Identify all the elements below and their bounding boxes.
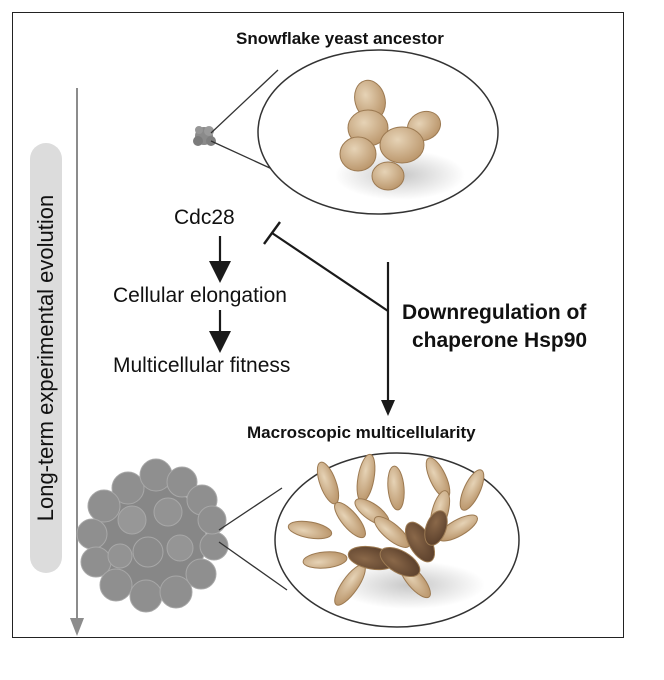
inhibition-line: [263, 221, 389, 312]
ancestor-title: Snowflake yeast ancestor: [236, 29, 444, 48]
snowflake-ancestor-cells: [339, 79, 442, 191]
zoom-line-bottom-2: [218, 541, 288, 591]
multicellular-fitness-label: Multicellular fitness: [113, 354, 291, 377]
macroscopic-title: Macroscopic multicellularity: [247, 423, 476, 442]
zoom-line-top-1: [210, 69, 279, 134]
time-arrow: [70, 88, 84, 636]
evolution-label-pill: [30, 143, 62, 573]
zoom-line-bottom-1: [218, 487, 283, 531]
downregulation-line-2: chaperone Hsp90: [412, 329, 588, 352]
branched-multicellular-cells: [287, 453, 485, 606]
macroscopic-cluster: [76, 458, 229, 613]
cdc28-label: Cdc28: [174, 206, 235, 229]
arrow-to-macroscopic: [381, 262, 395, 416]
cellular-elongation-label: Cellular elongation: [113, 284, 287, 307]
small-cluster-icon: [193, 126, 216, 146]
downregulation-line-1: Downregulation of: [402, 301, 587, 324]
